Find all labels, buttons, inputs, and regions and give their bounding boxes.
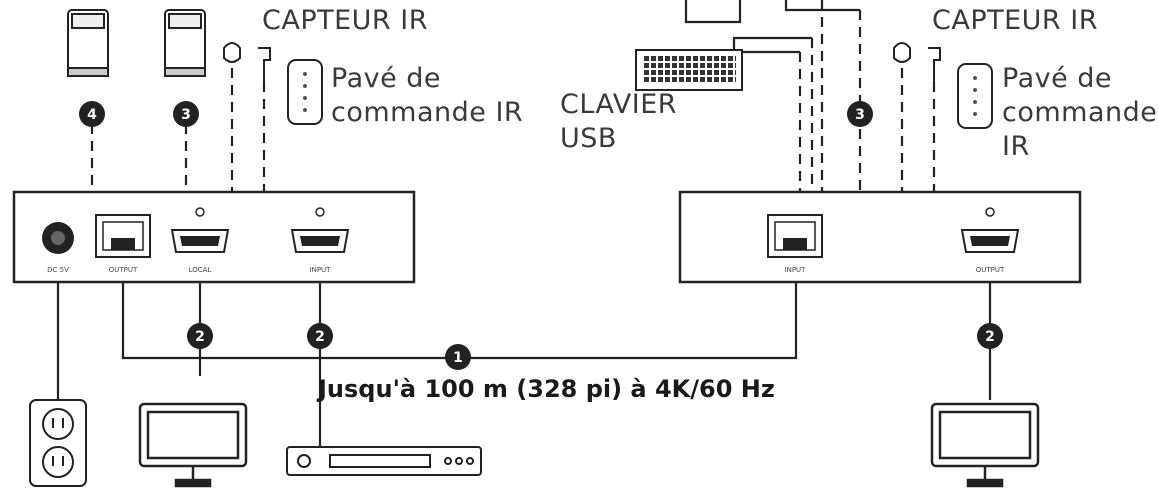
badge-3-right: 3 (847, 101, 873, 127)
local-port-label: LOCAL (189, 266, 212, 274)
power-port-label: DC 5V (47, 266, 69, 274)
rj45-output-port (95, 214, 151, 258)
ir-sensor-label-left: CAPTEUR IR (262, 5, 428, 36)
svg-text:3: 3 (855, 107, 865, 123)
rj45-input-port (767, 214, 823, 258)
transmitter-unit: DC 5V OUTPUT LOCAL INPUT (12, 190, 416, 284)
badge-1: 1 (445, 344, 471, 370)
svg-text:2: 2 (195, 329, 205, 345)
rx-input-port-label: INPUT (785, 266, 807, 274)
monitor-right-icon (930, 402, 1040, 488)
svg-text:3: 3 (181, 107, 191, 123)
rx-output-port-label: OUTPUT (976, 266, 1005, 274)
receiver-unit: INPUT OUTPUT (678, 190, 1082, 284)
badge-2-local: 2 (187, 323, 213, 349)
ir-keypad-label-right-1: Pavé de (1002, 63, 1113, 94)
svg-text:2: 2 (985, 329, 995, 345)
top-cable-stub (684, 0, 742, 24)
usb-keyboard-label-2: USB (560, 123, 617, 154)
hdmi-local-port (170, 229, 230, 253)
monitor-left-icon (138, 402, 248, 488)
usb-keyboard-icon (635, 49, 743, 91)
top-cable-stub-2 (784, 0, 860, 12)
output-port-label: OUTPUT (109, 266, 138, 274)
ir-keypad-label-left-2: commande IR (331, 97, 524, 128)
ir-keypad-left-icon (287, 59, 323, 125)
hdmi-output-port (960, 229, 1020, 253)
power-outlet-icon (29, 399, 87, 487)
device-3-icon (164, 9, 206, 77)
keyboard-cable-2 (732, 50, 800, 54)
svg-text:2: 2 (315, 329, 325, 345)
badge-2-output: 2 (977, 323, 1003, 349)
input-port-label: INPUT (310, 266, 332, 274)
ir-keypad-label-right-3: IR (1002, 131, 1030, 162)
svg-text:1: 1 (453, 350, 463, 366)
media-player-icon (286, 446, 482, 476)
ir-keypad-label-left-1: Pavé de (331, 63, 442, 94)
badge-4: 4 (79, 101, 105, 127)
device-4-icon (67, 9, 109, 77)
ir-receiver-left-icon (223, 42, 941, 82)
ir-keypad-label-right-2: commande (1002, 97, 1158, 128)
distance-caption: Jusqu'à 100 m (328 pi) à 4K/60 Hz (318, 375, 775, 403)
keyboard-cable (732, 36, 812, 50)
ir-keypad-right-icon (957, 63, 993, 129)
badge-3-left: 3 (173, 101, 199, 127)
ir-sensor-label-right: CAPTEUR IR (932, 5, 1098, 36)
usb-keyboard-label-1: CLAVIER (560, 89, 678, 120)
badge-2-input: 2 (307, 323, 333, 349)
power-port (42, 222, 74, 254)
svg-text:4: 4 (87, 107, 97, 123)
hdmi-input-port (290, 229, 350, 253)
